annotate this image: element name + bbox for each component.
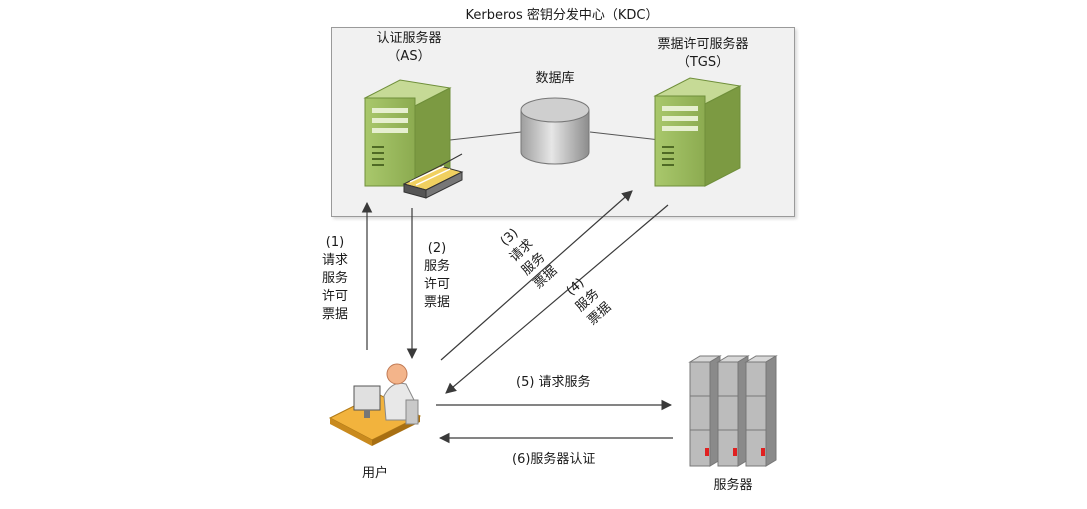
server-label: 服务器 [713, 478, 753, 493]
step1-line: 服务 [321, 271, 348, 286]
as-label: 认证服务器 （AS） [364, 30, 454, 66]
step1-line: 票据 [321, 307, 348, 322]
tgs-server-icon [653, 77, 742, 187]
database-icon [520, 97, 590, 165]
user-label: 用户 [361, 466, 388, 481]
database-label: 数据库 [535, 71, 575, 86]
step1-line: 请求 [321, 253, 348, 268]
step2-line: 许可 [423, 277, 450, 292]
tgs-label-line1: 票据许可服务器 [657, 37, 749, 52]
step2-num: (2) [427, 241, 447, 256]
db-tgs-connector [589, 131, 661, 141]
step2-line: 服务 [423, 259, 450, 274]
step1-num: (1) [325, 235, 345, 250]
as-label-line1: 认证服务器 [376, 31, 442, 46]
arrow-step4 [445, 204, 669, 394]
arrow-step3 [440, 190, 633, 361]
step6-label: (6)服务器认证 [512, 452, 596, 467]
step2-label: (2) 服务 许可 票据 [420, 240, 454, 312]
as-server-icon [363, 79, 452, 187]
as-db-connector [449, 131, 522, 141]
as-label-line2: （AS） [387, 49, 431, 64]
card-reader-icon [402, 153, 464, 199]
server-rack-icon [688, 355, 778, 467]
step1-label: (1) 请求 服务 许可 票据 [318, 234, 352, 324]
step2-line: 票据 [423, 295, 450, 310]
step5-label: (5) 请求服务 [516, 375, 591, 390]
tgs-label: 票据许可服务器 （TGS） [648, 36, 758, 72]
step1-line: 许可 [321, 289, 348, 304]
user-icon [328, 363, 422, 446]
kdc-title: Kerberos 密钥分发中心（KDC） [465, 8, 659, 23]
tgs-label-line2: （TGS） [676, 55, 730, 70]
